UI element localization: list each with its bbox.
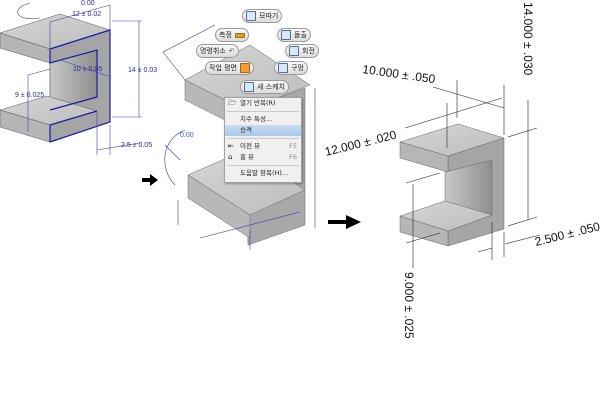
label: 모따기	[259, 12, 279, 20]
label: 측정	[219, 31, 232, 39]
label: 구멍	[291, 64, 304, 72]
marking-menu-work-plane[interactable]: 작업 평면	[205, 61, 254, 75]
menu-item-help[interactable]: 도움말 항목(H)...	[225, 168, 301, 179]
dim-depth-panel1[interactable]: 10 ± 0.05	[73, 66, 102, 73]
label: 회전	[302, 47, 315, 55]
dimension-lines-panel3	[404, 80, 541, 268]
label: 열기 반복(R)	[240, 99, 276, 107]
previous-view-icon: ⇤	[228, 142, 234, 150]
model-panel1[interactable]	[0, 13, 111, 143]
home-icon: ⌂	[228, 153, 233, 161]
marking-menu-chamfer[interactable]: 모따기	[242, 9, 283, 23]
separator	[227, 165, 299, 166]
menu-item-dimension-properties[interactable]: 치수 특성...	[225, 114, 301, 125]
dimension-lines-panel1	[17, 2, 142, 155]
label: 이전 뷰	[240, 142, 261, 150]
new-sketch-icon	[244, 82, 254, 92]
angle-label-panel2[interactable]: 0.00	[180, 132, 194, 139]
label: 돌출	[294, 31, 307, 39]
chamfer-icon	[246, 11, 256, 21]
label: 승격	[240, 126, 252, 134]
revolve-icon	[289, 46, 299, 56]
work-plane-icon	[240, 63, 250, 73]
arrow-right-icon	[328, 215, 361, 229]
label: 치수 특성...	[240, 115, 273, 123]
dim-gap-panel1[interactable]: 9 ± 0.025	[15, 92, 44, 99]
undo-icon: ↶	[228, 47, 235, 55]
dimension-lines-panel2	[162, 24, 316, 250]
marking-menu-extrude[interactable]: 돌출	[277, 28, 311, 42]
separator	[227, 111, 299, 112]
label: 작업 평면	[209, 64, 237, 72]
dim-width-panel3[interactable]: 12.000 ± .020	[323, 128, 398, 159]
dim-height-panel3[interactable]: 14.000 ± .030	[521, 2, 535, 76]
folder-icon: 🗁	[228, 99, 237, 107]
dim-thickness-panel3[interactable]: 2.500 ± .050	[533, 219, 601, 249]
dim-height-panel1[interactable]: 14 ± 0.03	[128, 67, 157, 74]
marking-menu-revolve[interactable]: 회전	[285, 44, 319, 58]
dim-angle-panel1[interactable]: 0.00	[81, 0, 95, 7]
menu-item-repeat[interactable]: 🗁열기 반복(R)	[225, 98, 301, 109]
marking-menu-new-sketch[interactable]: 새 스케치	[240, 80, 289, 94]
dim-depth-panel3[interactable]: 10.000 ± .050	[362, 62, 437, 86]
menu-item-promote[interactable]: 승격	[225, 125, 301, 136]
label: 명령취소	[200, 47, 226, 55]
menu-item-home-view[interactable]: ⌂ 홈 뷰 F6	[225, 152, 301, 163]
model-panel3[interactable]	[399, 123, 505, 247]
hole-icon	[278, 63, 288, 73]
dim-width-panel1[interactable]: 12 ± 0.02	[72, 11, 101, 18]
menu-item-previous-view[interactable]: ⇤ 이전 뷰 F5	[225, 141, 301, 152]
marking-menu-hole[interactable]: 구멍	[274, 61, 308, 75]
shortcut: F6	[289, 153, 297, 161]
marking-menu-undo[interactable]: 명령취소↶	[196, 44, 239, 58]
marking-menu-measure[interactable]: 측정	[215, 28, 249, 42]
label: 도움말 항목(H)...	[240, 169, 289, 177]
measure-icon	[234, 32, 245, 38]
shortcut: F5	[289, 142, 297, 150]
context-menu: 🗁열기 반복(R) 치수 특성... 승격 ⇤ 이전 뷰 F5 ⌂ 홈 뷰 F6 도움말…	[224, 97, 302, 183]
extrude-icon	[281, 30, 291, 40]
label: 새 스케치	[257, 83, 285, 91]
outline-panel1	[49, 29, 111, 143]
label: 홈 뷰	[240, 153, 255, 161]
dim-gap-panel3[interactable]: 9.000 ± .025	[402, 272, 416, 339]
separator	[227, 138, 299, 139]
dim-thickness-panel1[interactable]: 2.5 ± 0.05	[121, 142, 152, 149]
arrow-right-icon	[142, 174, 158, 186]
